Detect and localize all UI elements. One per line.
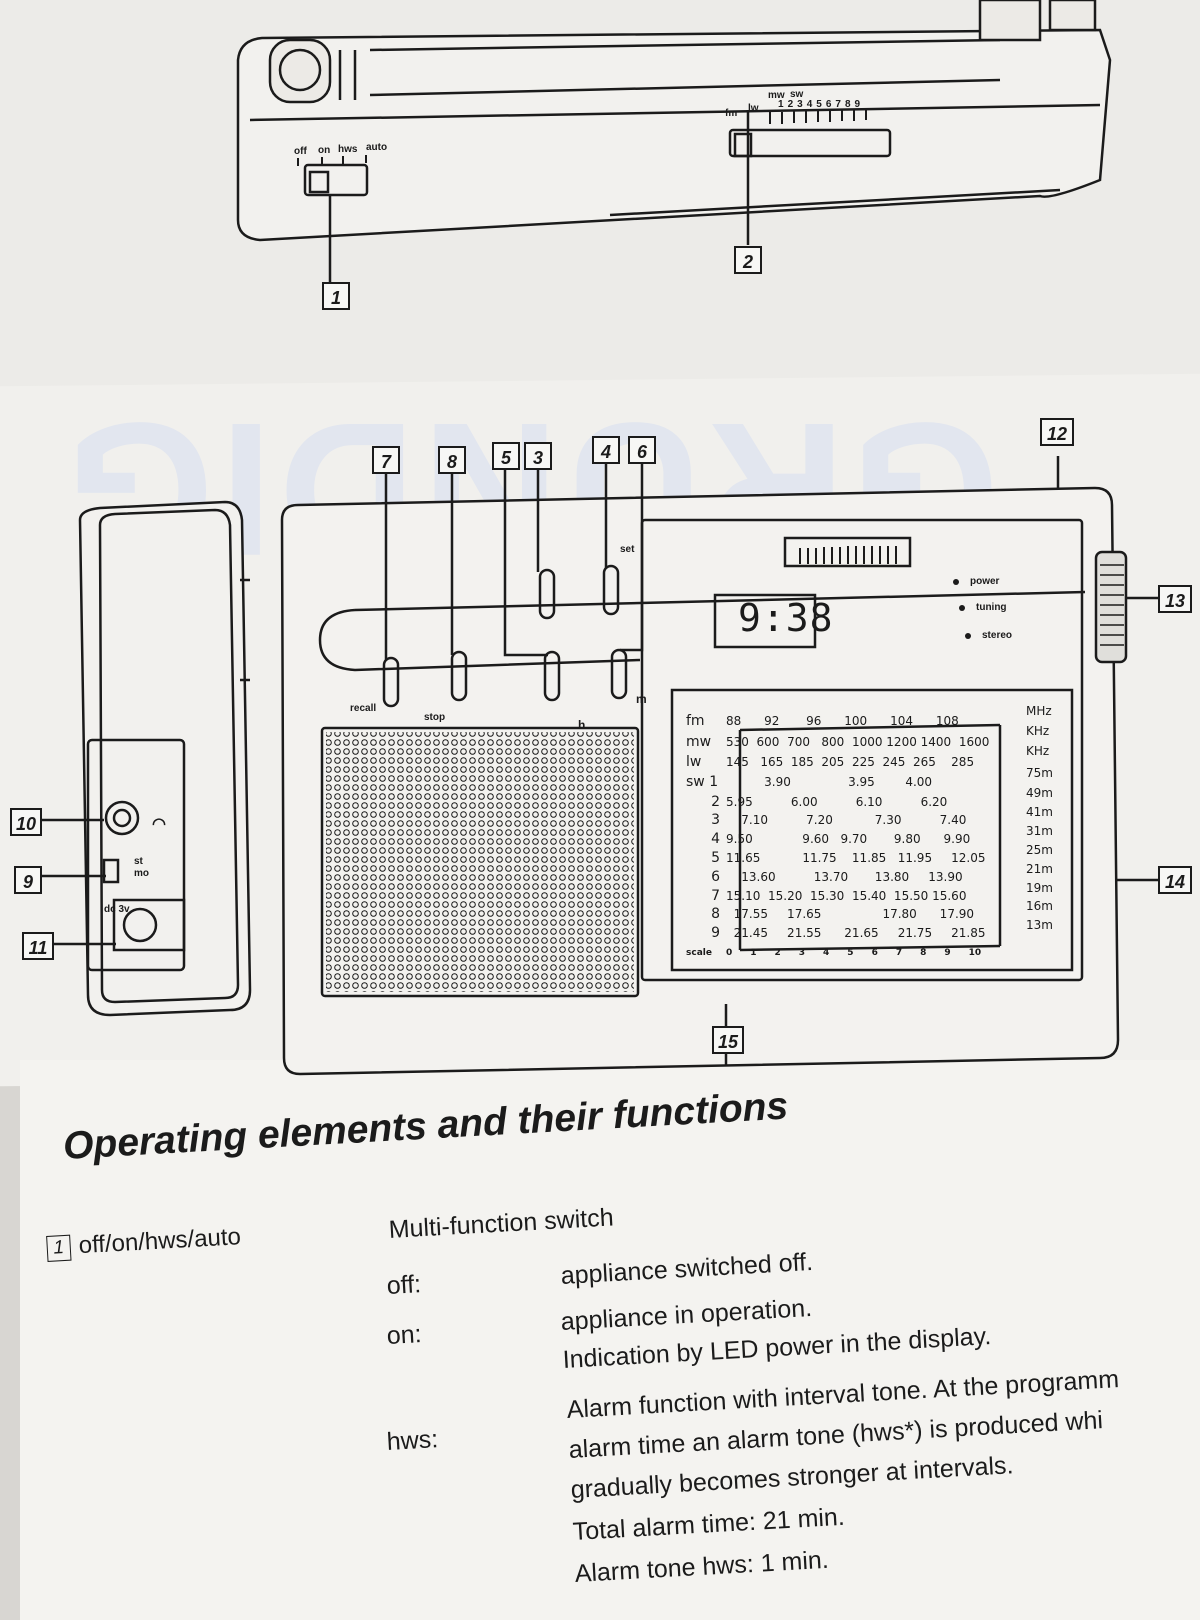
scale-unit: 31m	[1026, 824, 1053, 838]
band-label-lw: lw	[748, 103, 759, 114]
scale-unit: KHz	[1026, 744, 1050, 758]
callout-1: 1	[322, 282, 350, 310]
scale-unit: 41m	[1026, 805, 1053, 819]
band-label-mw: mw	[768, 90, 785, 101]
item-number-box: 1	[46, 1234, 72, 1262]
scale-row: 9 21.45 21.55 21.65 21.75 21.85	[711, 925, 986, 941]
callout-3: 3	[524, 442, 552, 470]
switch-label-mo: mo	[134, 868, 149, 879]
scale-unit: KHz	[1026, 724, 1050, 738]
indicator-tuning: tuning	[976, 602, 1007, 613]
band-label-sw: sw	[790, 89, 804, 100]
scale-unit: 19m	[1026, 881, 1053, 895]
callout-15: 15	[712, 1026, 744, 1054]
headphone-icon: ◠	[152, 816, 166, 833]
callout-5: 5	[492, 442, 520, 470]
callout-6: 6	[628, 436, 656, 464]
speaker-grille	[326, 732, 634, 992]
scale-row: sw 1 3.90 3.95 4.00	[686, 774, 933, 790]
button-label-set: set	[620, 544, 635, 555]
band-numbers: 123456789	[778, 99, 865, 110]
callout-13: 13	[1158, 585, 1192, 613]
switch-label-hws: hws	[338, 144, 358, 155]
scale-unit: MHz	[1026, 704, 1052, 718]
indicator-power: power	[970, 576, 1000, 587]
bottom-page	[20, 1060, 1200, 1620]
scale-row: 6 13.60 13.70 13.80 13.90	[711, 869, 963, 885]
callout-2: 2	[734, 246, 762, 274]
scale-row: 8 17.55 17.65 17.80 17.90	[711, 906, 975, 922]
scale-unit: 13m	[1026, 918, 1053, 932]
clock-display: 9:38	[738, 596, 834, 640]
entry-key-hws: hws:	[386, 1425, 439, 1456]
scale-unit: 75m	[1026, 766, 1053, 780]
entry-key-on: on:	[386, 1320, 423, 1350]
callout-12: 12	[1040, 418, 1074, 446]
callout-7: 7	[372, 446, 400, 474]
callout-10: 10	[10, 808, 42, 836]
callout-8: 8	[438, 446, 466, 474]
indicator-stereo: stereo	[982, 630, 1013, 641]
scale-row: 3 7.10 7.20 7.30 7.40	[711, 812, 967, 828]
scale-unit: 49m	[1026, 786, 1053, 800]
band-label-fm: fm	[725, 108, 738, 119]
scale-unit: 25m	[1026, 843, 1053, 857]
switch-label-off: off	[294, 146, 307, 157]
button-label-recall: recall	[350, 703, 377, 714]
switch-label-auto: auto	[366, 142, 388, 153]
dc-input-label: dc 3v	[104, 904, 130, 915]
button-label-stop: stop	[424, 712, 446, 723]
callout-9: 9	[14, 866, 42, 894]
entry-key-off: off:	[386, 1270, 422, 1300]
scale-unit: 21m	[1026, 862, 1053, 876]
callout-4: 4	[592, 436, 620, 464]
button-label-m: m	[636, 692, 647, 706]
switch-label-st: st	[134, 856, 143, 867]
switch-label-on: on	[318, 145, 331, 156]
scale-unit: 16m	[1026, 899, 1053, 913]
callout-14: 14	[1158, 866, 1192, 894]
button-label-h: h	[578, 718, 586, 732]
callout-11: 11	[22, 932, 54, 960]
